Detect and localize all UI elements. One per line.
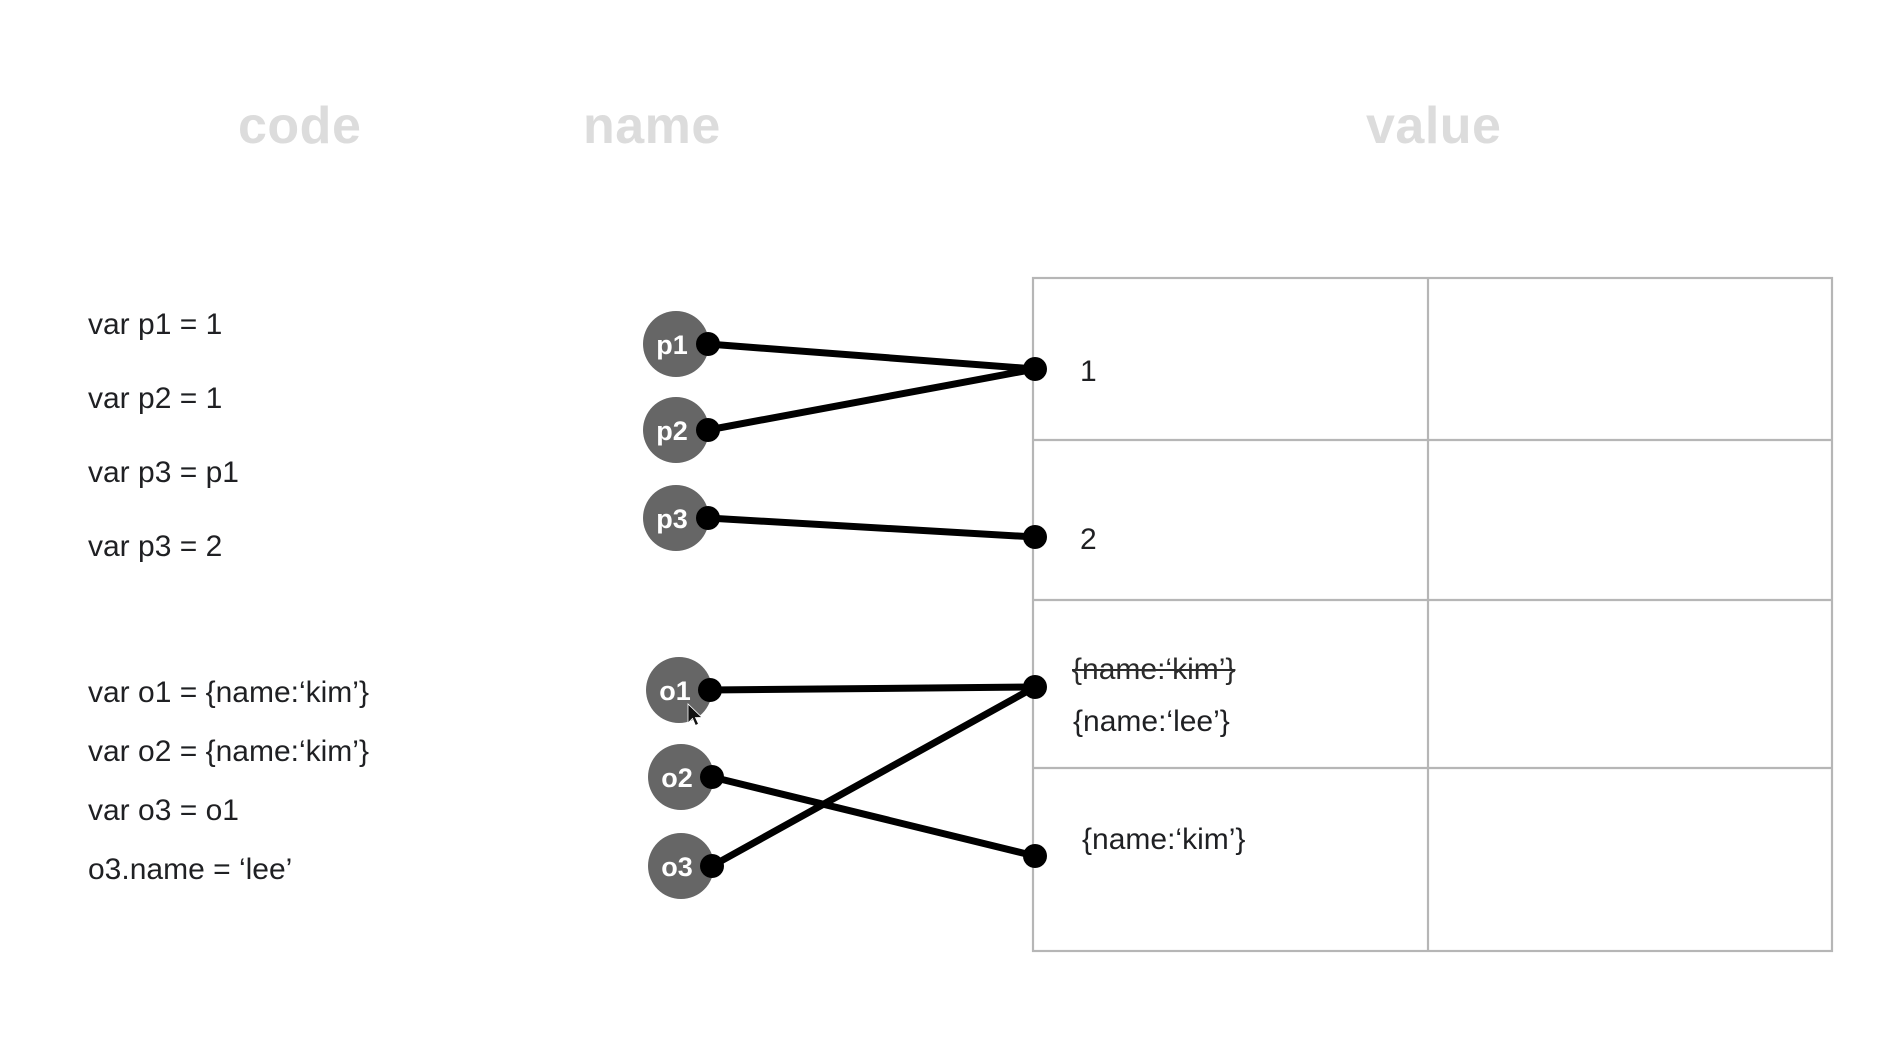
anchor-dot-row4 (1023, 844, 1047, 868)
node-o2[interactable] (648, 744, 714, 810)
cell-value-row3-struck: {name:‘kim’} (1072, 653, 1236, 686)
node-anchor-dots (696, 332, 724, 878)
node-label-p3: p3 (656, 504, 688, 534)
edge-o1-to-row3 (706, 683, 1039, 694)
value-table-grid (1031, 276, 1834, 953)
anchor-dot-row3 (1023, 675, 1047, 699)
node-p2[interactable] (643, 397, 709, 463)
cell-value-row3: {name:‘lee’} (1073, 705, 1230, 738)
node-o1[interactable] (646, 657, 712, 723)
variable-node-labels: p1 p2 p3 o1 o2 o3 (656, 330, 693, 882)
code-line: var o2 = {name:‘kim’} (88, 735, 369, 768)
code-line: o3.name = ‘lee’ (88, 853, 293, 886)
variable-nodes[interactable] (643, 311, 714, 899)
table-outer-border (1031, 276, 1834, 953)
code-line: var o3 = o1 (88, 794, 239, 827)
edge-p2-to-row1 (704, 365, 1039, 434)
edge-o2-to-row4 (708, 773, 1039, 860)
anchor-dot-p1 (696, 332, 720, 356)
node-label-p2: p2 (656, 416, 688, 446)
reference-edges (704, 340, 1039, 870)
cell-value-row1: 1 (1080, 355, 1097, 388)
node-label-o2: o2 (661, 763, 693, 793)
anchor-dot-o2 (700, 765, 724, 789)
anchor-dot-p2 (696, 418, 720, 442)
code-line: var p3 = p1 (88, 456, 239, 489)
edge-p3-to-row2 (704, 514, 1039, 541)
code-column: var p1 = 1 var p2 = 1 var p3 = p1 var p3… (88, 310, 508, 929)
node-o3[interactable] (648, 833, 714, 899)
anchor-dot-p3 (696, 506, 720, 530)
node-label-o1: o1 (659, 676, 691, 706)
cell-value-row2: 2 (1080, 523, 1097, 556)
node-p1[interactable] (643, 311, 709, 377)
column-header-value: value (1366, 97, 1502, 155)
anchor-dot-o3 (700, 854, 724, 878)
table-anchor-dots (1023, 357, 1047, 868)
node-label-o3: o3 (661, 852, 693, 882)
code-line: var p1 = 1 (88, 308, 223, 341)
node-p3[interactable] (643, 485, 709, 551)
node-label-p1: p1 (656, 330, 688, 360)
code-line: var o1 = {name:‘kim’} (88, 676, 369, 709)
cell-value-row4: {name:‘kim’} (1082, 823, 1246, 856)
anchor-dot-row2 (1023, 525, 1047, 549)
anchor-dot-row1 (1023, 357, 1047, 381)
code-line: var p2 = 1 (88, 382, 223, 415)
column-header-code: code (238, 97, 362, 155)
edge-p1-to-row1 (704, 340, 1039, 373)
code-line: var p3 = 2 (88, 530, 223, 563)
column-header-name: name (583, 97, 721, 155)
mouse-cursor-icon (687, 703, 703, 727)
anchor-dot-o1 (698, 678, 722, 702)
edge-o3-to-row3 (708, 683, 1039, 870)
